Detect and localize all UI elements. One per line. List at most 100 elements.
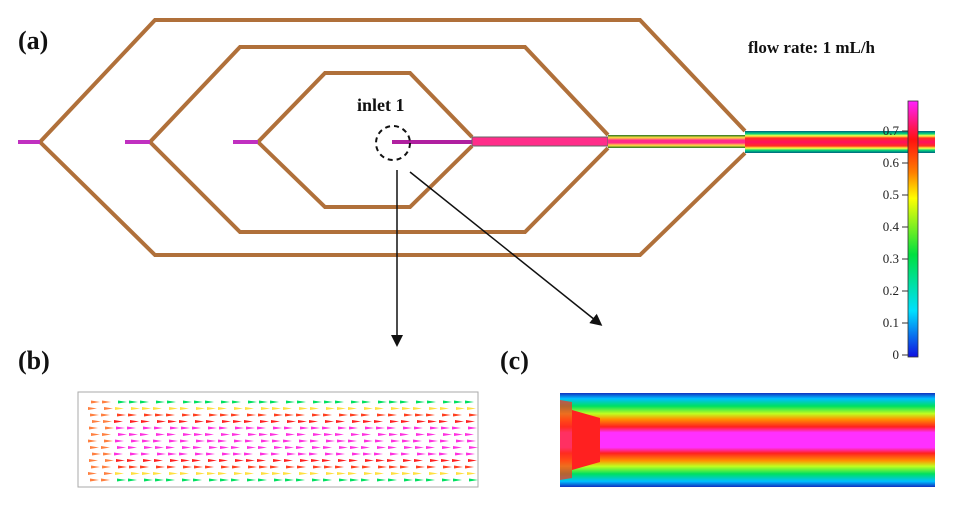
velocity-vector — [388, 446, 397, 449]
colorbar-tick-label: 0.4 — [883, 219, 900, 234]
velocity-vector — [440, 472, 449, 475]
colorbar: 00.10.20.30.40.50.60.7 — [883, 100, 919, 362]
inner-channel-loop — [233, 71, 474, 209]
velocity-vector — [131, 439, 140, 443]
velocity-vector — [169, 439, 178, 443]
velocity-vector — [378, 465, 387, 469]
velocity-vector — [430, 459, 439, 462]
velocity-vector — [155, 478, 164, 482]
velocity-vector — [247, 446, 256, 449]
velocity-vector — [311, 459, 320, 462]
velocity-vector — [390, 452, 399, 456]
velocity-vector — [299, 439, 308, 443]
velocity-vector — [89, 459, 98, 462]
velocity-vector — [350, 446, 359, 449]
velocity-vector — [274, 478, 283, 482]
arrow-to-c — [409, 171, 603, 326]
velocity-vector — [90, 413, 99, 417]
velocity-vector — [388, 413, 397, 417]
velocity-vector — [118, 433, 127, 436]
velocity-vector — [142, 472, 151, 475]
velocity-vector — [143, 459, 152, 462]
velocity-vector — [141, 452, 150, 456]
velocity-vector — [105, 426, 114, 430]
velocity-vector — [415, 478, 424, 482]
velocity-vector — [374, 420, 383, 423]
velocity-vector — [404, 446, 413, 449]
velocity-vector — [403, 459, 412, 462]
velocity-vector — [298, 452, 307, 456]
velocity-vector — [310, 407, 319, 410]
velocity-vector — [297, 400, 306, 404]
velocity-vector — [231, 446, 240, 449]
velocity-vector — [287, 452, 296, 456]
velocity-vector — [260, 420, 269, 423]
velocity-vector — [313, 400, 322, 404]
velocity-vector — [377, 413, 386, 417]
velocity-vector — [117, 413, 126, 417]
velocity-vector — [206, 452, 215, 456]
velocity-vector — [309, 420, 318, 423]
velocity-vector — [400, 400, 409, 404]
colorbar-tick-label: 0.2 — [883, 283, 899, 298]
velocity-vector — [400, 465, 409, 469]
velocity-vector — [426, 446, 435, 449]
velocity-vector — [272, 472, 281, 475]
velocity-vector — [142, 407, 151, 410]
velocity-vector — [247, 413, 256, 417]
velocity-vector — [389, 465, 398, 469]
velocity-vector — [284, 426, 293, 430]
velocity-vector — [274, 446, 283, 449]
velocity-vector — [456, 472, 465, 475]
colorbar-tick-label: 0.7 — [883, 123, 900, 138]
velocity-vector — [153, 439, 162, 443]
velocity-vector — [127, 426, 136, 430]
velocity-vector — [101, 446, 110, 449]
velocity-vector — [467, 439, 476, 443]
velocity-vector — [322, 459, 331, 462]
velocity-vector — [235, 426, 244, 430]
velocity-vector — [452, 426, 461, 430]
velocity-vector — [287, 420, 296, 423]
velocity-vector — [179, 420, 188, 423]
velocity-vector — [465, 433, 474, 436]
velocity-vector — [391, 407, 400, 410]
velocity-vector — [339, 413, 348, 417]
velocity-vector — [244, 420, 253, 423]
velocity-vector — [144, 446, 153, 449]
velocity-vector — [192, 426, 201, 430]
velocity-vector — [218, 407, 227, 410]
velocity-vector — [351, 400, 360, 404]
velocity-vector — [153, 472, 162, 475]
velocity-vector — [338, 459, 347, 462]
velocity-vector — [140, 465, 149, 469]
velocity-vector — [181, 426, 190, 430]
panel-b-velocity-vectors — [77, 391, 479, 488]
velocity-vector — [246, 459, 255, 462]
middle-outlet-channel — [608, 135, 745, 148]
velocity-vector — [130, 452, 139, 456]
velocity-vector — [296, 446, 305, 449]
velocity-vector — [88, 439, 97, 443]
velocity-vector — [114, 452, 123, 456]
velocity-vector — [205, 400, 214, 404]
velocity-vector — [364, 407, 373, 410]
velocity-vector — [285, 478, 294, 482]
velocity-vector — [115, 472, 124, 475]
velocity-vector — [92, 452, 101, 456]
panel-b-label: (b) — [18, 346, 50, 375]
velocity-vector — [181, 459, 190, 462]
velocity-vector — [417, 452, 426, 456]
velocity-vector — [454, 465, 463, 469]
velocity-vector — [209, 413, 218, 417]
velocity-vector — [443, 400, 452, 404]
velocity-vector — [102, 400, 111, 404]
velocity-vector — [348, 407, 357, 410]
velocity-vector — [219, 459, 228, 462]
velocity-vector — [378, 433, 387, 436]
velocity-vector — [180, 407, 189, 410]
velocity-vector — [361, 478, 370, 482]
velocity-vector — [374, 452, 383, 456]
velocity-vector — [154, 459, 163, 462]
velocity-vector — [456, 407, 465, 410]
